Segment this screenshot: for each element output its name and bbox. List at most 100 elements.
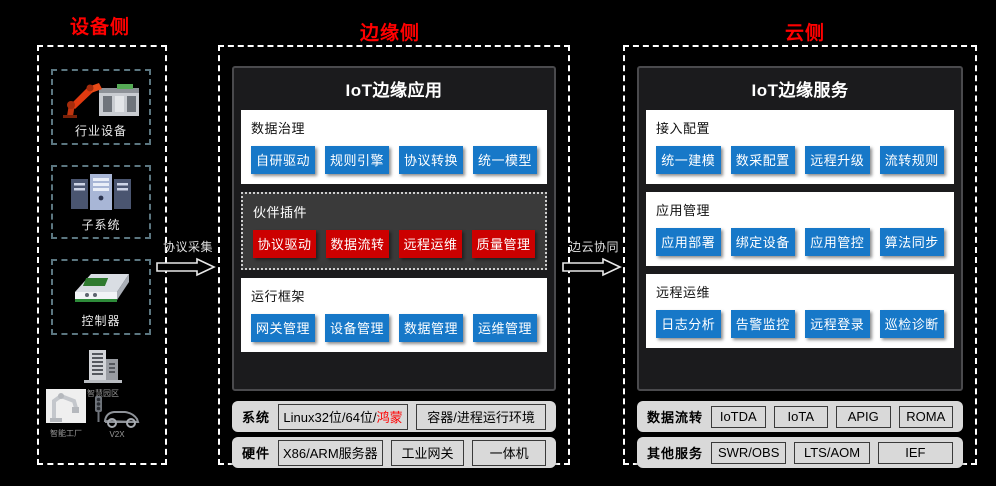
chip-rule-engine[interactable]: 规则引擎 <box>325 146 389 174</box>
group-remote-ops: 远程运维 日志分析 告警监控 远程登录 巡检诊断 <box>646 274 954 348</box>
device-box-label: 子系统 <box>81 218 121 232</box>
factory-robot-icon <box>46 389 86 423</box>
column-title-edge: 边缘侧 <box>359 23 420 44</box>
device-box-industry-equipment[interactable]: 行业设备 <box>51 69 151 145</box>
group-data-governance: 数据治理 自研驱动 规则引擎 协议转换 统一模型 <box>241 110 547 184</box>
device-box-label: 行业设备 <box>74 124 127 138</box>
cloud-service-card: IoT边缘服务 接入配置 统一建模 数采配置 远程升级 流转规则 应用管理 应用… <box>637 66 963 391</box>
controller-device-icon <box>53 261 149 312</box>
device-box-subsystem[interactable]: 子系统 <box>51 165 151 239</box>
stack-chip-iotda[interactable]: IoTDA <box>711 405 766 428</box>
scenario-smart-park: 智慧园区 <box>81 347 125 399</box>
server-rack-icon <box>53 167 149 216</box>
scenario-smart-factory: 智能工厂 <box>44 387 88 439</box>
arrow-right-icon <box>156 257 216 277</box>
chip-app-deployment[interactable]: 应用部署 <box>656 228 721 256</box>
stack-chip-iota[interactable]: IoTA <box>773 405 829 428</box>
stack-chip-ief[interactable]: IEF <box>877 441 953 464</box>
chip-flow-rules[interactable]: 流转规则 <box>879 146 944 174</box>
chip-unified-model[interactable]: 统一模型 <box>473 146 537 174</box>
chip-row: 日志分析 告警监控 远程登录 巡检诊断 <box>656 310 944 338</box>
stack-row-label: 数据流转 <box>647 410 704 425</box>
chip-gateway-management[interactable]: 网关管理 <box>251 314 315 342</box>
chip-row: 自研驱动 规则引擎 协议转换 统一模型 <box>251 146 537 174</box>
chip-alarm-monitoring[interactable]: 告警监控 <box>730 310 795 338</box>
chip-ops-management[interactable]: 运维管理 <box>473 314 537 342</box>
robot-arm-icon <box>53 71 149 122</box>
chip-row: 协议驱动 数据流转 远程运维 质量管理 <box>253 230 535 258</box>
stack-row-system: 系统 Linux32位/64位/鸿蒙 容器/进程运行环境 <box>232 401 556 432</box>
connector-label: 协议采集 <box>162 240 213 254</box>
group-title: 伙伴插件 <box>253 205 308 220</box>
chip-row: 应用部署 绑定设备 应用管控 算法同步 <box>656 228 944 256</box>
zone-edge-side: IoT边缘应用 数据治理 自研驱动 规则引擎 协议转换 统一模型 伙伴插件 协议… <box>218 45 570 468</box>
edge-application-card: IoT边缘应用 数据治理 自研驱动 规则引擎 协议转换 统一模型 伙伴插件 协议… <box>232 66 556 391</box>
stack-chip-linux-harmony[interactable]: Linux32位/64位/鸿蒙 <box>278 403 409 430</box>
stack-item-list: SWR/OBS LTS/AOM IEF <box>711 441 953 464</box>
group-title: 接入配置 <box>656 121 711 136</box>
stack-row-label: 其他服务 <box>647 446 704 461</box>
scenario-label: 智能工厂 <box>50 429 82 438</box>
stack-row-label: 系统 <box>242 410 271 425</box>
stack-chip-all-in-one[interactable]: 一体机 <box>472 439 546 466</box>
chip-data-collection-config[interactable]: 数采配置 <box>730 146 795 174</box>
chip-remote-login[interactable]: 远程登录 <box>805 310 870 338</box>
chip-algorithm-sync[interactable]: 算法同步 <box>879 228 944 256</box>
stack-row-hardware: 硬件 X86/ARM服务器 工业网关 一体机 <box>232 437 556 468</box>
chip-app-control[interactable]: 应用管控 <box>805 228 870 256</box>
stack-chip-text: Linux32位/64位/ <box>283 409 377 425</box>
column-title-device: 设备侧 <box>69 17 130 38</box>
chip-remote-upgrade[interactable]: 远程升级 <box>805 146 870 174</box>
scenario-label: V2X <box>109 430 125 439</box>
chip-protocol-driver[interactable]: 协议驱动 <box>253 230 316 258</box>
stack-row-label: 硬件 <box>242 446 271 461</box>
group-title: 数据治理 <box>251 121 306 136</box>
chip-device-management[interactable]: 设备管理 <box>325 314 389 342</box>
zone-cloud-side: IoT边缘服务 接入配置 统一建模 数采配置 远程升级 流转规则 应用管理 应用… <box>623 45 977 468</box>
chip-data-management[interactable]: 数据管理 <box>399 314 463 342</box>
scenario-label: 智慧园区 <box>87 389 119 398</box>
chip-inspection-diagnosis[interactable]: 巡检诊断 <box>879 310 944 338</box>
scenario-v2x: V2X <box>91 395 143 439</box>
group-title: 应用管理 <box>656 203 711 218</box>
chip-data-flow[interactable]: 数据流转 <box>326 230 389 258</box>
device-box-label: 控制器 <box>81 314 121 328</box>
stack-chip-industrial-gateway[interactable]: 工业网关 <box>390 439 465 466</box>
column-title-cloud: 云侧 <box>784 23 825 44</box>
chip-bind-device[interactable]: 绑定设备 <box>730 228 795 256</box>
stack-item-list: X86/ARM服务器 工业网关 一体机 <box>278 439 546 466</box>
stack-chip-x86-arm-server[interactable]: X86/ARM服务器 <box>278 439 383 466</box>
stack-row-other-services: 其他服务 SWR/OBS LTS/AOM IEF <box>637 437 963 468</box>
connector-protocol-collection: 协议采集 <box>155 238 221 277</box>
zone-device-side: 行业设备 子系统 <box>37 45 167 465</box>
group-runtime-framework: 运行框架 网关管理 设备管理 数据管理 运维管理 <box>241 278 547 352</box>
stack-chip-container-runtime[interactable]: 容器/进程运行环境 <box>416 403 547 430</box>
arrow-right-icon <box>562 257 622 277</box>
cloud-card-title: IoT边缘服务 <box>751 81 849 100</box>
group-title: 运行框架 <box>251 289 306 304</box>
stack-item-list: Linux32位/64位/鸿蒙 容器/进程运行环境 <box>278 403 547 430</box>
chip-remote-ops[interactable]: 远程运维 <box>399 230 462 258</box>
chip-row: 网关管理 设备管理 数据管理 运维管理 <box>251 314 537 342</box>
group-access-configuration: 接入配置 统一建模 数采配置 远程升级 流转规则 <box>646 110 954 184</box>
chip-self-developed-driver[interactable]: 自研驱动 <box>251 146 315 174</box>
stack-chip-lts-aom[interactable]: LTS/AOM <box>794 441 870 464</box>
edge-card-title: IoT边缘应用 <box>345 81 443 100</box>
chip-unified-modeling[interactable]: 统一建模 <box>656 146 721 174</box>
connector-edge-cloud-collaboration: 边云协同 <box>561 238 627 277</box>
building-icon <box>84 350 122 383</box>
chip-quality-management[interactable]: 质量管理 <box>472 230 535 258</box>
chip-row: 统一建模 数采配置 远程升级 流转规则 <box>656 146 944 174</box>
device-box-controller[interactable]: 控制器 <box>51 259 151 335</box>
chip-log-analysis[interactable]: 日志分析 <box>656 310 721 338</box>
car-traffic-light-icon <box>95 396 140 428</box>
group-title: 远程运维 <box>656 285 711 300</box>
group-application-management: 应用管理 应用部署 绑定设备 应用管控 算法同步 <box>646 192 954 266</box>
group-partner-plugins: 伙伴插件 协议驱动 数据流转 远程运维 质量管理 <box>241 192 547 270</box>
stack-chip-swr-obs[interactable]: SWR/OBS <box>711 441 787 464</box>
stack-item-list: IoTDA IoTA APIG ROMA <box>711 405 954 428</box>
chip-protocol-conversion[interactable]: 协议转换 <box>399 146 463 174</box>
stack-chip-apig[interactable]: APIG <box>836 405 891 428</box>
stack-chip-roma[interactable]: ROMA <box>898 405 954 428</box>
